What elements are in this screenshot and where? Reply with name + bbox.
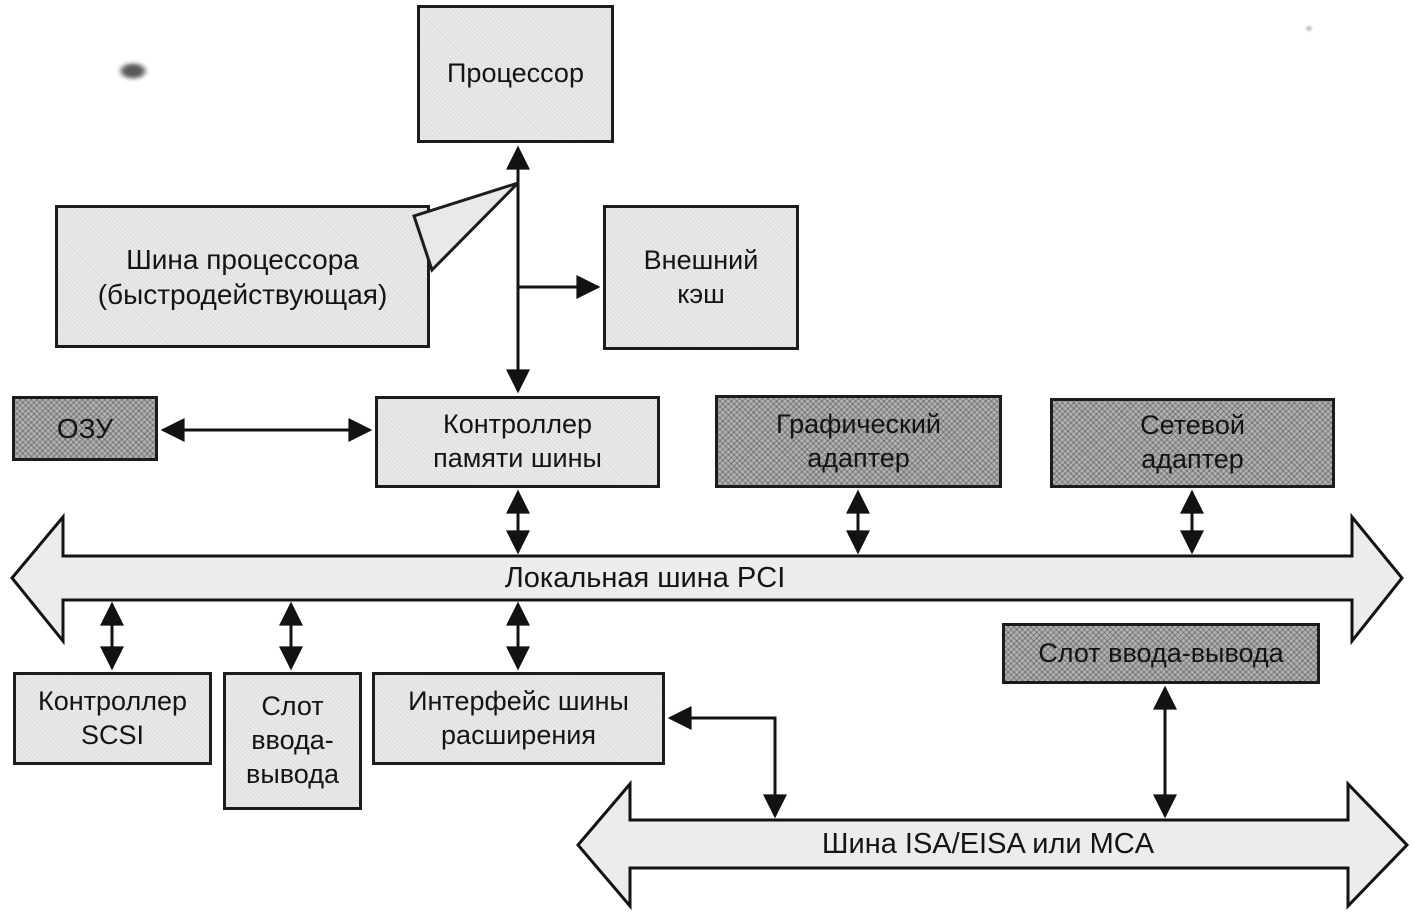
- isa-bus-label: Шина ISA/EISA или MCA: [821, 828, 1155, 860]
- scan-speck: [1306, 26, 1312, 31]
- scan-smudge: [118, 62, 148, 80]
- io-slot-right-box: Слот ввода-вывода: [1002, 623, 1320, 684]
- pci-bus-arrow: [10, 512, 1404, 646]
- external-cache-box: Внешний кэш: [603, 205, 799, 350]
- ram-box: ОЗУ: [12, 396, 158, 461]
- io-slot-left-box: Слот ввода- вывода: [223, 672, 362, 810]
- processor-bus-callout: Шина процессора (быстродействующая): [55, 205, 430, 348]
- isa-bus-arrow: [576, 779, 1410, 911]
- expansion-bus-interface-box: Интерфейс шины расширения: [372, 672, 665, 765]
- memory-controller-box: Контроллер памяти шины: [375, 396, 660, 488]
- scsi-controller-box: Контроллер SCSI: [13, 672, 212, 765]
- processor-box: Процессор: [417, 5, 614, 143]
- pci-bus-label: Локальная шина PCI: [504, 561, 786, 594]
- graphics-adapter-box: Графический адаптер: [715, 395, 1002, 488]
- expif-isa-connector: [667, 706, 787, 819]
- network-adapter-box: Сетевой адаптер: [1050, 398, 1335, 488]
